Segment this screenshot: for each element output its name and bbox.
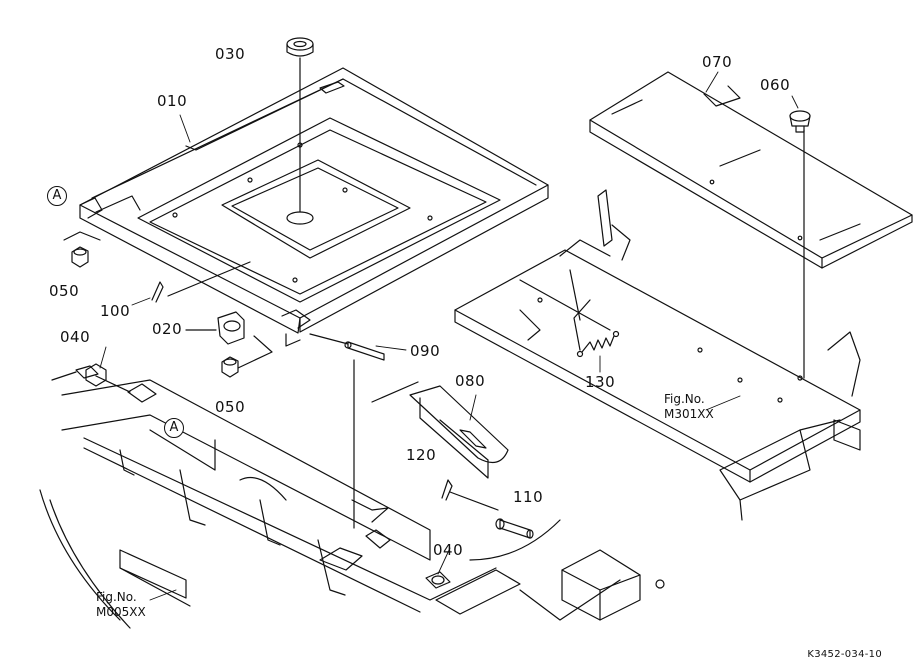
label-030: 030 [215, 45, 246, 63]
label-080: 080 [455, 372, 486, 390]
cover-panel-070 [589, 71, 913, 269]
fig-ref-m301xx-line2: M301XX [664, 407, 714, 421]
pin-110 [495, 518, 534, 539]
reference-marker-a-bottom: A [164, 418, 184, 438]
lever-080 [371, 381, 509, 479]
label-070: 070 [702, 53, 733, 71]
label-120: 120 [406, 446, 437, 464]
label-090: 090 [410, 342, 441, 360]
fig-ref-m005xx-line2: M005XX [96, 605, 146, 619]
fig-ref-m005xx-line1: Fig.No. [96, 590, 137, 604]
nut-050-center [221, 335, 273, 378]
fig-ref-m301xx: Fig.No. M301XX [664, 392, 714, 422]
reference-marker-a-top: A [47, 186, 67, 206]
bracket-020 [185, 311, 245, 345]
label-010: 010 [157, 92, 188, 110]
fig-ref-m005xx: Fig.No. M005XX [96, 590, 146, 620]
label-040-right: 040 [433, 541, 464, 559]
label-050-center: 050 [215, 398, 246, 416]
label-100: 100 [100, 302, 131, 320]
lower-seat-frame [39, 363, 665, 629]
label-050-left: 050 [49, 282, 80, 300]
cap-030 [286, 37, 314, 213]
seat-base-plate [79, 67, 549, 347]
pin-090 [309, 333, 385, 529]
label-060: 060 [760, 76, 791, 94]
right-seat-frame [454, 129, 861, 521]
label-110: 110 [513, 488, 544, 506]
nut-050-left [63, 231, 101, 268]
clip-120 [441, 479, 499, 511]
label-020: 020 [152, 320, 183, 338]
leader-lines [99, 71, 799, 601]
fig-ref-m301xx-line1: Fig.No. [664, 392, 705, 406]
knob-060 [789, 110, 811, 133]
clip-100 [151, 261, 251, 303]
label-040-left: 040 [60, 328, 91, 346]
label-130: 130 [585, 373, 616, 391]
document-code: K3452-034-10 [807, 649, 882, 660]
